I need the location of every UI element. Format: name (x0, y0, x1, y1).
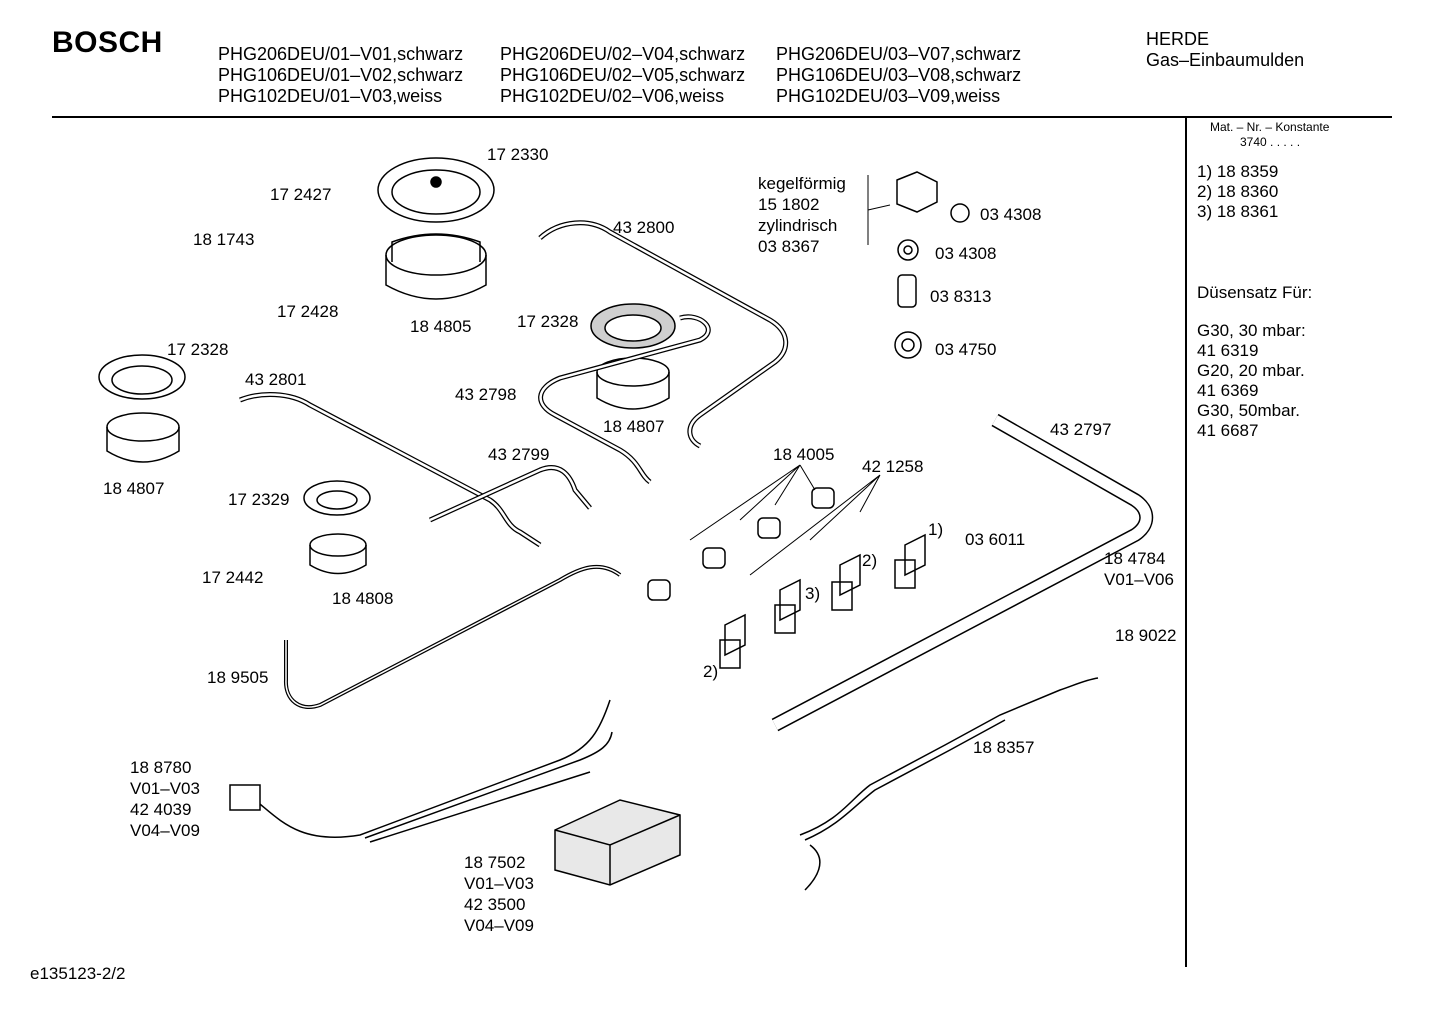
part-label: 03 8313 (930, 287, 992, 306)
burner-body-small (309, 533, 367, 575)
nozzle-item: 41 6319 (1197, 341, 1259, 360)
ignition-electrode-wire (799, 677, 1099, 836)
part-label: 17 2329 (228, 490, 290, 509)
part-label: 43 2799 (488, 445, 550, 464)
model-list-col2: PHG206DEU/02–V04,schwarz PHG106DEU/02–V0… (500, 44, 745, 107)
nozzle-list: G30, 30 mbar: 41 6319 G20, 20 mbar. 41 6… (1197, 321, 1306, 441)
category-subtitle: Gas–Einbaumulden (1146, 50, 1305, 70)
model-item: PHG102DEU/02–V06,weiss (500, 86, 725, 106)
part-label: 17 2442 (202, 568, 264, 587)
header-divider (52, 116, 1392, 118)
spark-generator (554, 799, 681, 886)
part-label: zylindrisch (758, 216, 838, 235)
part-label: 43 2800 (613, 218, 675, 237)
part-label: V04–V09 (464, 916, 534, 935)
part-label: 17 2428 (277, 302, 339, 321)
burner-ring-small (303, 480, 371, 516)
part-label: 42 4039 (130, 800, 192, 819)
nozzle-item: 41 6369 (1197, 381, 1259, 400)
part-label: 42 1258 (862, 457, 924, 476)
mat-number-value: 3740 . . . . . (1240, 135, 1301, 149)
part-label: V01–V06 (1104, 570, 1174, 589)
part-label: 18 8357 (973, 738, 1035, 757)
model-item: PHG206DEU/03–V07,schwarz (776, 44, 1022, 64)
part-label-group-188780: 18 8780 V01–V03 42 4039 V04–V09 (130, 757, 200, 841)
part-label: 03 4308 (980, 205, 1042, 224)
part-label: 42 3500 (464, 895, 526, 914)
burner-body-large (385, 233, 487, 300)
part-label: V01–V03 (130, 779, 200, 798)
part-label: 18 4005 (773, 445, 835, 464)
model-list-col3: PHG206DEU/03–V07,schwarz PHG106DEU/03–V0… (776, 44, 1021, 107)
ignition-wire-harness (254, 699, 613, 843)
part-label: 03 8367 (758, 237, 820, 256)
part-label: kegelförmig (758, 174, 846, 193)
variant-marker: 3) (805, 584, 821, 603)
knob-caps (647, 487, 835, 601)
burner-ring-large (377, 157, 495, 223)
burner-ring-medium (590, 303, 676, 349)
brand-logo: BOSCH (52, 26, 163, 59)
gas-pipe-432801 (239, 392, 542, 548)
model-item: PHG102DEU/03–V09,weiss (776, 86, 1001, 106)
nozzle-title: Düsensatz Für: (1197, 283, 1313, 302)
part-label: 17 2328 (167, 340, 229, 359)
variant-marker: 1) (928, 520, 944, 539)
variant-marker: 2) (703, 662, 719, 681)
thermocouple-cable (283, 564, 622, 709)
part-label: 18 1743 (193, 230, 255, 249)
variant-item: 3) 18 8361 (1197, 202, 1279, 221)
model-item: PHG206DEU/01–V01,schwarz (218, 44, 464, 64)
part-label: 18 9022 (1115, 626, 1177, 645)
part-label: V01–V03 (464, 874, 534, 893)
part-label: 43 2801 (245, 370, 307, 389)
burner-body-left (106, 412, 180, 463)
leader-lines (689, 175, 891, 576)
part-label: 18 7502 (464, 853, 526, 872)
model-item: PHG106DEU/02–V05,schwarz (500, 65, 746, 85)
nozzle-item: G30, 50mbar. (1197, 401, 1301, 420)
model-item: PHG106DEU/01–V02,schwarz (218, 65, 464, 85)
part-label: 03 4750 (935, 340, 997, 359)
part-label: V04–V09 (130, 821, 200, 840)
nozzle-item: G20, 20 mbar. (1197, 361, 1305, 380)
variant-list: 1) 18 8359 2) 18 8360 3) 18 8361 (1197, 162, 1278, 222)
nozzle-item: G30, 30 mbar: (1197, 321, 1306, 340)
gas-tap-group (719, 533, 926, 669)
part-label: 18 9505 (207, 668, 269, 687)
wire-plug (229, 784, 261, 811)
variant-item: 2) 18 8360 (1197, 182, 1279, 201)
part-label: 03 4308 (935, 244, 997, 263)
part-label: 18 4784 (1104, 549, 1166, 568)
part-label: 18 4807 (603, 417, 665, 436)
part-label: 18 4807 (103, 479, 165, 498)
part-label-group-187502: 18 7502 V01–V03 42 3500 V04–V09 (464, 852, 534, 936)
variant-marker: 2) (862, 551, 878, 570)
fittings (894, 171, 970, 359)
variant-item: 1) 18 8359 (1197, 162, 1279, 181)
burner-ring-left (98, 354, 186, 400)
sidebar-divider (1185, 117, 1187, 967)
model-list-col1: PHG206DEU/01–V01,schwarz PHG106DEU/01–V0… (218, 44, 463, 107)
model-item: PHG102DEU/01–V03,weiss (218, 86, 443, 106)
part-label: 17 2328 (517, 312, 579, 331)
part-label: 17 2427 (270, 185, 332, 204)
nozzle-item: 41 6687 (1197, 421, 1259, 440)
category-title: HERDE (1146, 29, 1210, 49)
part-label: 15 1802 (758, 195, 820, 214)
model-item: PHG206DEU/02–V04,schwarz (500, 44, 746, 64)
category-block: HERDE Gas–Einbaumulden (1146, 29, 1304, 71)
part-label: 18 4808 (332, 589, 394, 608)
part-label: 18 8780 (130, 758, 192, 777)
document-id: e135123-2/2 (30, 964, 126, 983)
part-label: 43 2798 (455, 385, 517, 404)
part-label: 43 2797 (1050, 420, 1112, 439)
part-label: 18 4805 (410, 317, 472, 336)
model-item: PHG106DEU/03–V08,schwarz (776, 65, 1022, 85)
part-label: 17 2330 (487, 145, 549, 164)
part-label: 03 6011 (965, 530, 1026, 549)
mat-number-label: Mat. – Nr. – Konstante (1210, 120, 1330, 134)
